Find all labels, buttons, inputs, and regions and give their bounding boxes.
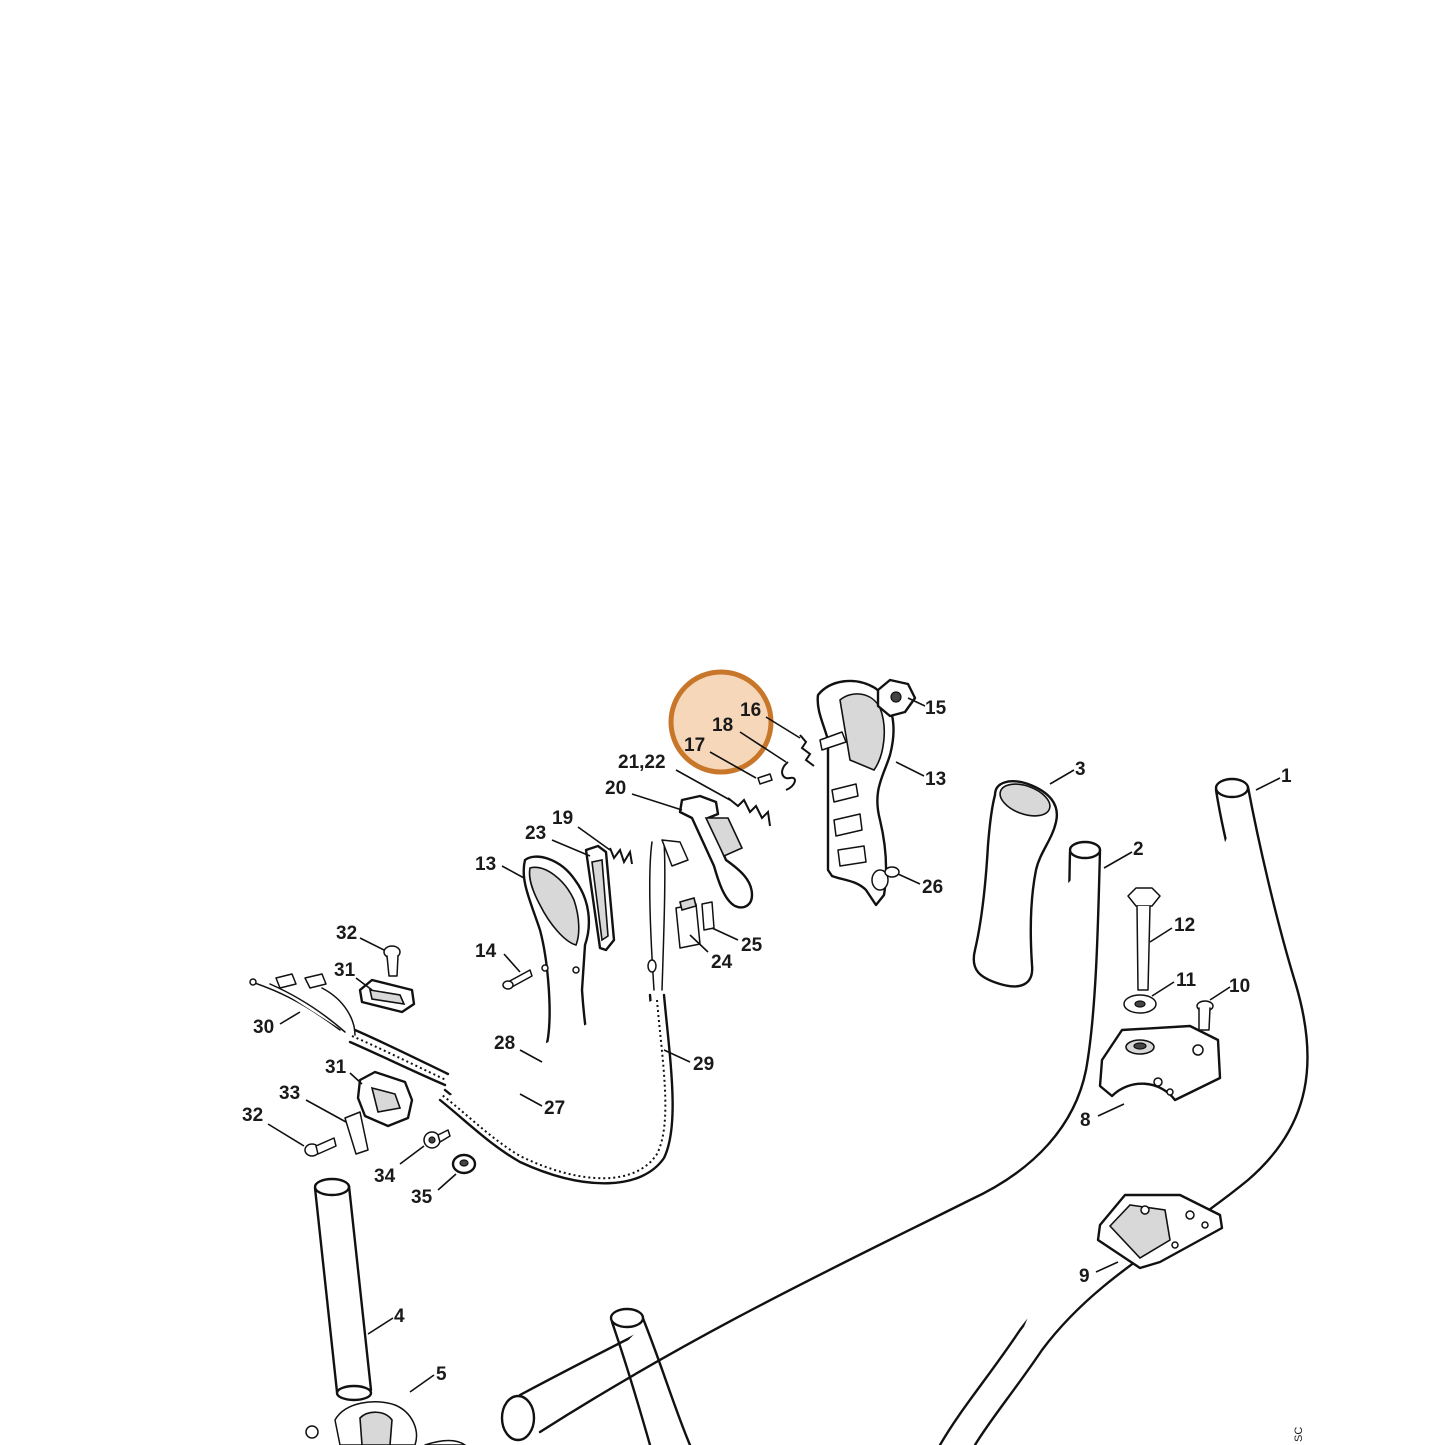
- label-32-lower: 32: [242, 1105, 263, 1126]
- label-26: 26: [922, 877, 943, 898]
- short-tube: [609, 1307, 692, 1445]
- label-1: 1: [1281, 766, 1292, 787]
- part-29-cable: [438, 839, 689, 1185]
- part-31-lower-switch: [344, 1070, 414, 1155]
- label-24: 24: [711, 952, 733, 973]
- parts-16-17-18-small-items: [757, 734, 815, 791]
- label-14: 14: [475, 941, 497, 962]
- label-31-lower: 31: [325, 1057, 347, 1078]
- label-17: 17: [684, 735, 705, 756]
- part-13-right-housing: [816, 679, 895, 907]
- leader-lines: [267, 697, 1281, 1393]
- part-32-lower-screw: [304, 1137, 337, 1157]
- label-27: 27: [544, 1098, 565, 1119]
- label-8: 8: [1080, 1110, 1091, 1131]
- label-4: 4: [394, 1306, 405, 1327]
- label-32-upper: 32: [336, 923, 357, 944]
- part-4-tube: [313, 1177, 373, 1402]
- label-18: 18: [712, 715, 733, 736]
- label-2: 2: [1133, 839, 1144, 860]
- part-1-handle-tube: [938, 777, 1309, 1445]
- part-32-upper-screw: [383, 945, 401, 977]
- part-34-terminal: [423, 1129, 451, 1149]
- label-12: 12: [1174, 915, 1195, 936]
- part-14-screw: [502, 969, 533, 990]
- part-labels: 1 2 3 4 5 8 9 10 11 12 13 13 14 15 16 17…: [242, 698, 1292, 1385]
- part-15-knob: [876, 678, 917, 718]
- label-25: 25: [741, 935, 763, 956]
- part-35-screw: [451, 1153, 477, 1175]
- label-10: 10: [1229, 976, 1250, 997]
- label-31-upper: 31: [334, 960, 356, 981]
- label-28: 28: [494, 1033, 515, 1054]
- label-11: 11: [1176, 970, 1197, 991]
- corner-code: SC: [1293, 1427, 1305, 1442]
- label-3: 3: [1075, 759, 1086, 780]
- part-23-lever: [584, 844, 616, 952]
- label-34: 34: [374, 1166, 396, 1187]
- part-9-clamp: [1096, 1193, 1224, 1270]
- label-29: 29: [693, 1054, 714, 1075]
- part-31-upper-switch: [358, 978, 416, 1014]
- part-2-tube: [500, 840, 1102, 1442]
- part-8-clamp: [1098, 1024, 1222, 1102]
- part-10-screw: [1196, 1000, 1214, 1031]
- part-11-washer: [1123, 994, 1157, 1014]
- highlight-circle: [668, 669, 774, 775]
- label-33: 33: [279, 1083, 300, 1104]
- label-5: 5: [436, 1364, 447, 1385]
- label-35: 35: [411, 1187, 433, 1208]
- part-20-trigger: [678, 794, 754, 909]
- label-9: 9: [1079, 1266, 1090, 1287]
- part-19-spring: [609, 847, 633, 865]
- label-13-right: 13: [925, 769, 946, 790]
- label-20: 20: [605, 778, 626, 799]
- part-3-grip: [972, 780, 1059, 988]
- part-26-plug: [884, 866, 900, 878]
- label-16: 16: [740, 700, 761, 721]
- part-12-bolt: [1127, 887, 1161, 991]
- label-19: 19: [552, 808, 573, 829]
- part-30-cable: [249, 973, 450, 1087]
- label-23: 23: [525, 823, 546, 844]
- part-21-22-spring: [727, 797, 771, 827]
- label-21-22: 21,22: [618, 752, 666, 773]
- label-13-left: 13: [475, 854, 496, 875]
- label-15: 15: [925, 698, 947, 719]
- part-5-clamp: [305, 1401, 466, 1445]
- label-30: 30: [253, 1017, 274, 1038]
